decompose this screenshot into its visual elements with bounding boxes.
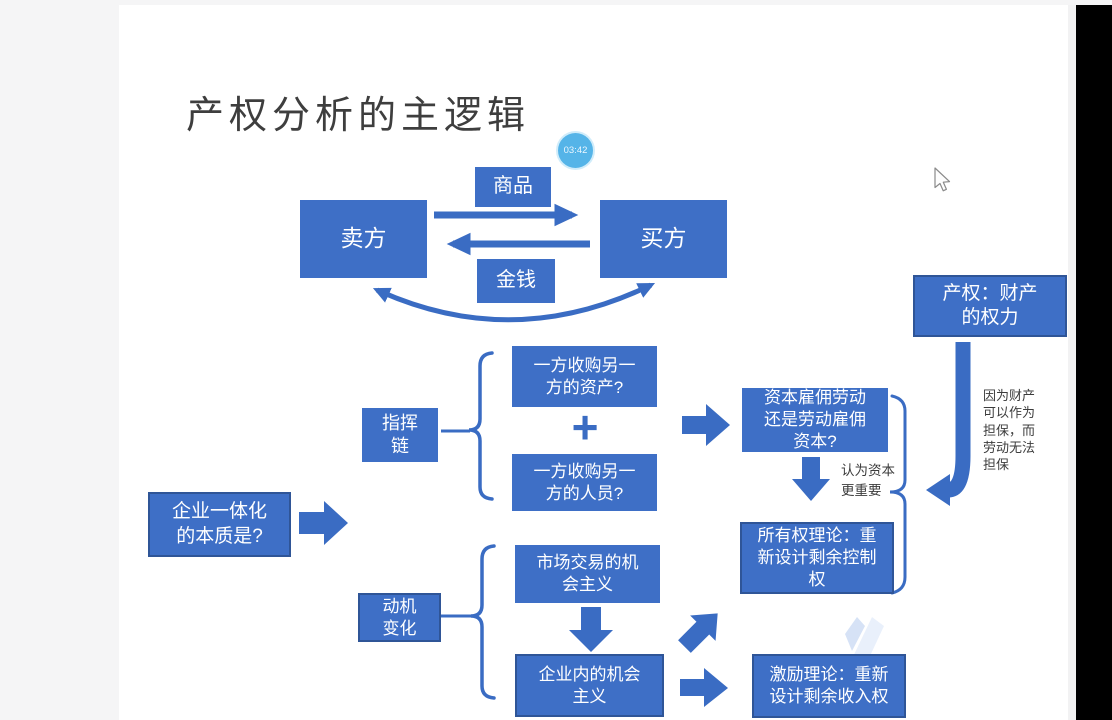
top-margin: [0, 0, 1112, 5]
integration-box: 企业一体化 的本质是?: [148, 492, 291, 557]
property-rights-box: 产权：财产 的权力: [913, 275, 1067, 337]
money-box: 金钱: [477, 259, 555, 303]
incentive-theory-box: 激励理论：重新 设计剩余收入权: [752, 654, 906, 718]
firm-opportunism-box: 企业内的机会 主义: [515, 654, 664, 717]
capital-vs-labor-box: 资本雇佣劳动 还是劳动雇佣 资本?: [742, 388, 888, 452]
timer-badge[interactable]: 03:42: [558, 133, 593, 168]
left-margin: [0, 0, 119, 720]
ownership-theory-box: 所有权理论：重 新设计剩余控制 权: [740, 522, 894, 594]
collateral-note: 因为财产 可以作为 担保，而 劳动无法 担保: [983, 388, 1036, 473]
buyer-box: 买方: [600, 200, 727, 278]
slide-title: 产权分析的主逻辑: [186, 95, 531, 137]
market-opportunism-box: 市场交易的机 会主义: [515, 545, 660, 603]
timer-badge-label: 03:42: [563, 145, 588, 156]
seller-box: 卖方: [300, 200, 427, 278]
command-chain-box: 指挥 链: [362, 408, 438, 462]
motivation-box: 动机 变化: [358, 593, 441, 642]
plus-shape: +: [571, 401, 599, 453]
goods-box: 商品: [475, 167, 551, 207]
acquire-personnel-box: 一方收购另一 方的人员?: [512, 454, 657, 511]
right-margin-sliver: [1068, 0, 1076, 720]
capital-note: 认为资本 更重要: [841, 463, 895, 499]
acquire-assets-box: 一方收购另一 方的资产?: [512, 346, 657, 407]
